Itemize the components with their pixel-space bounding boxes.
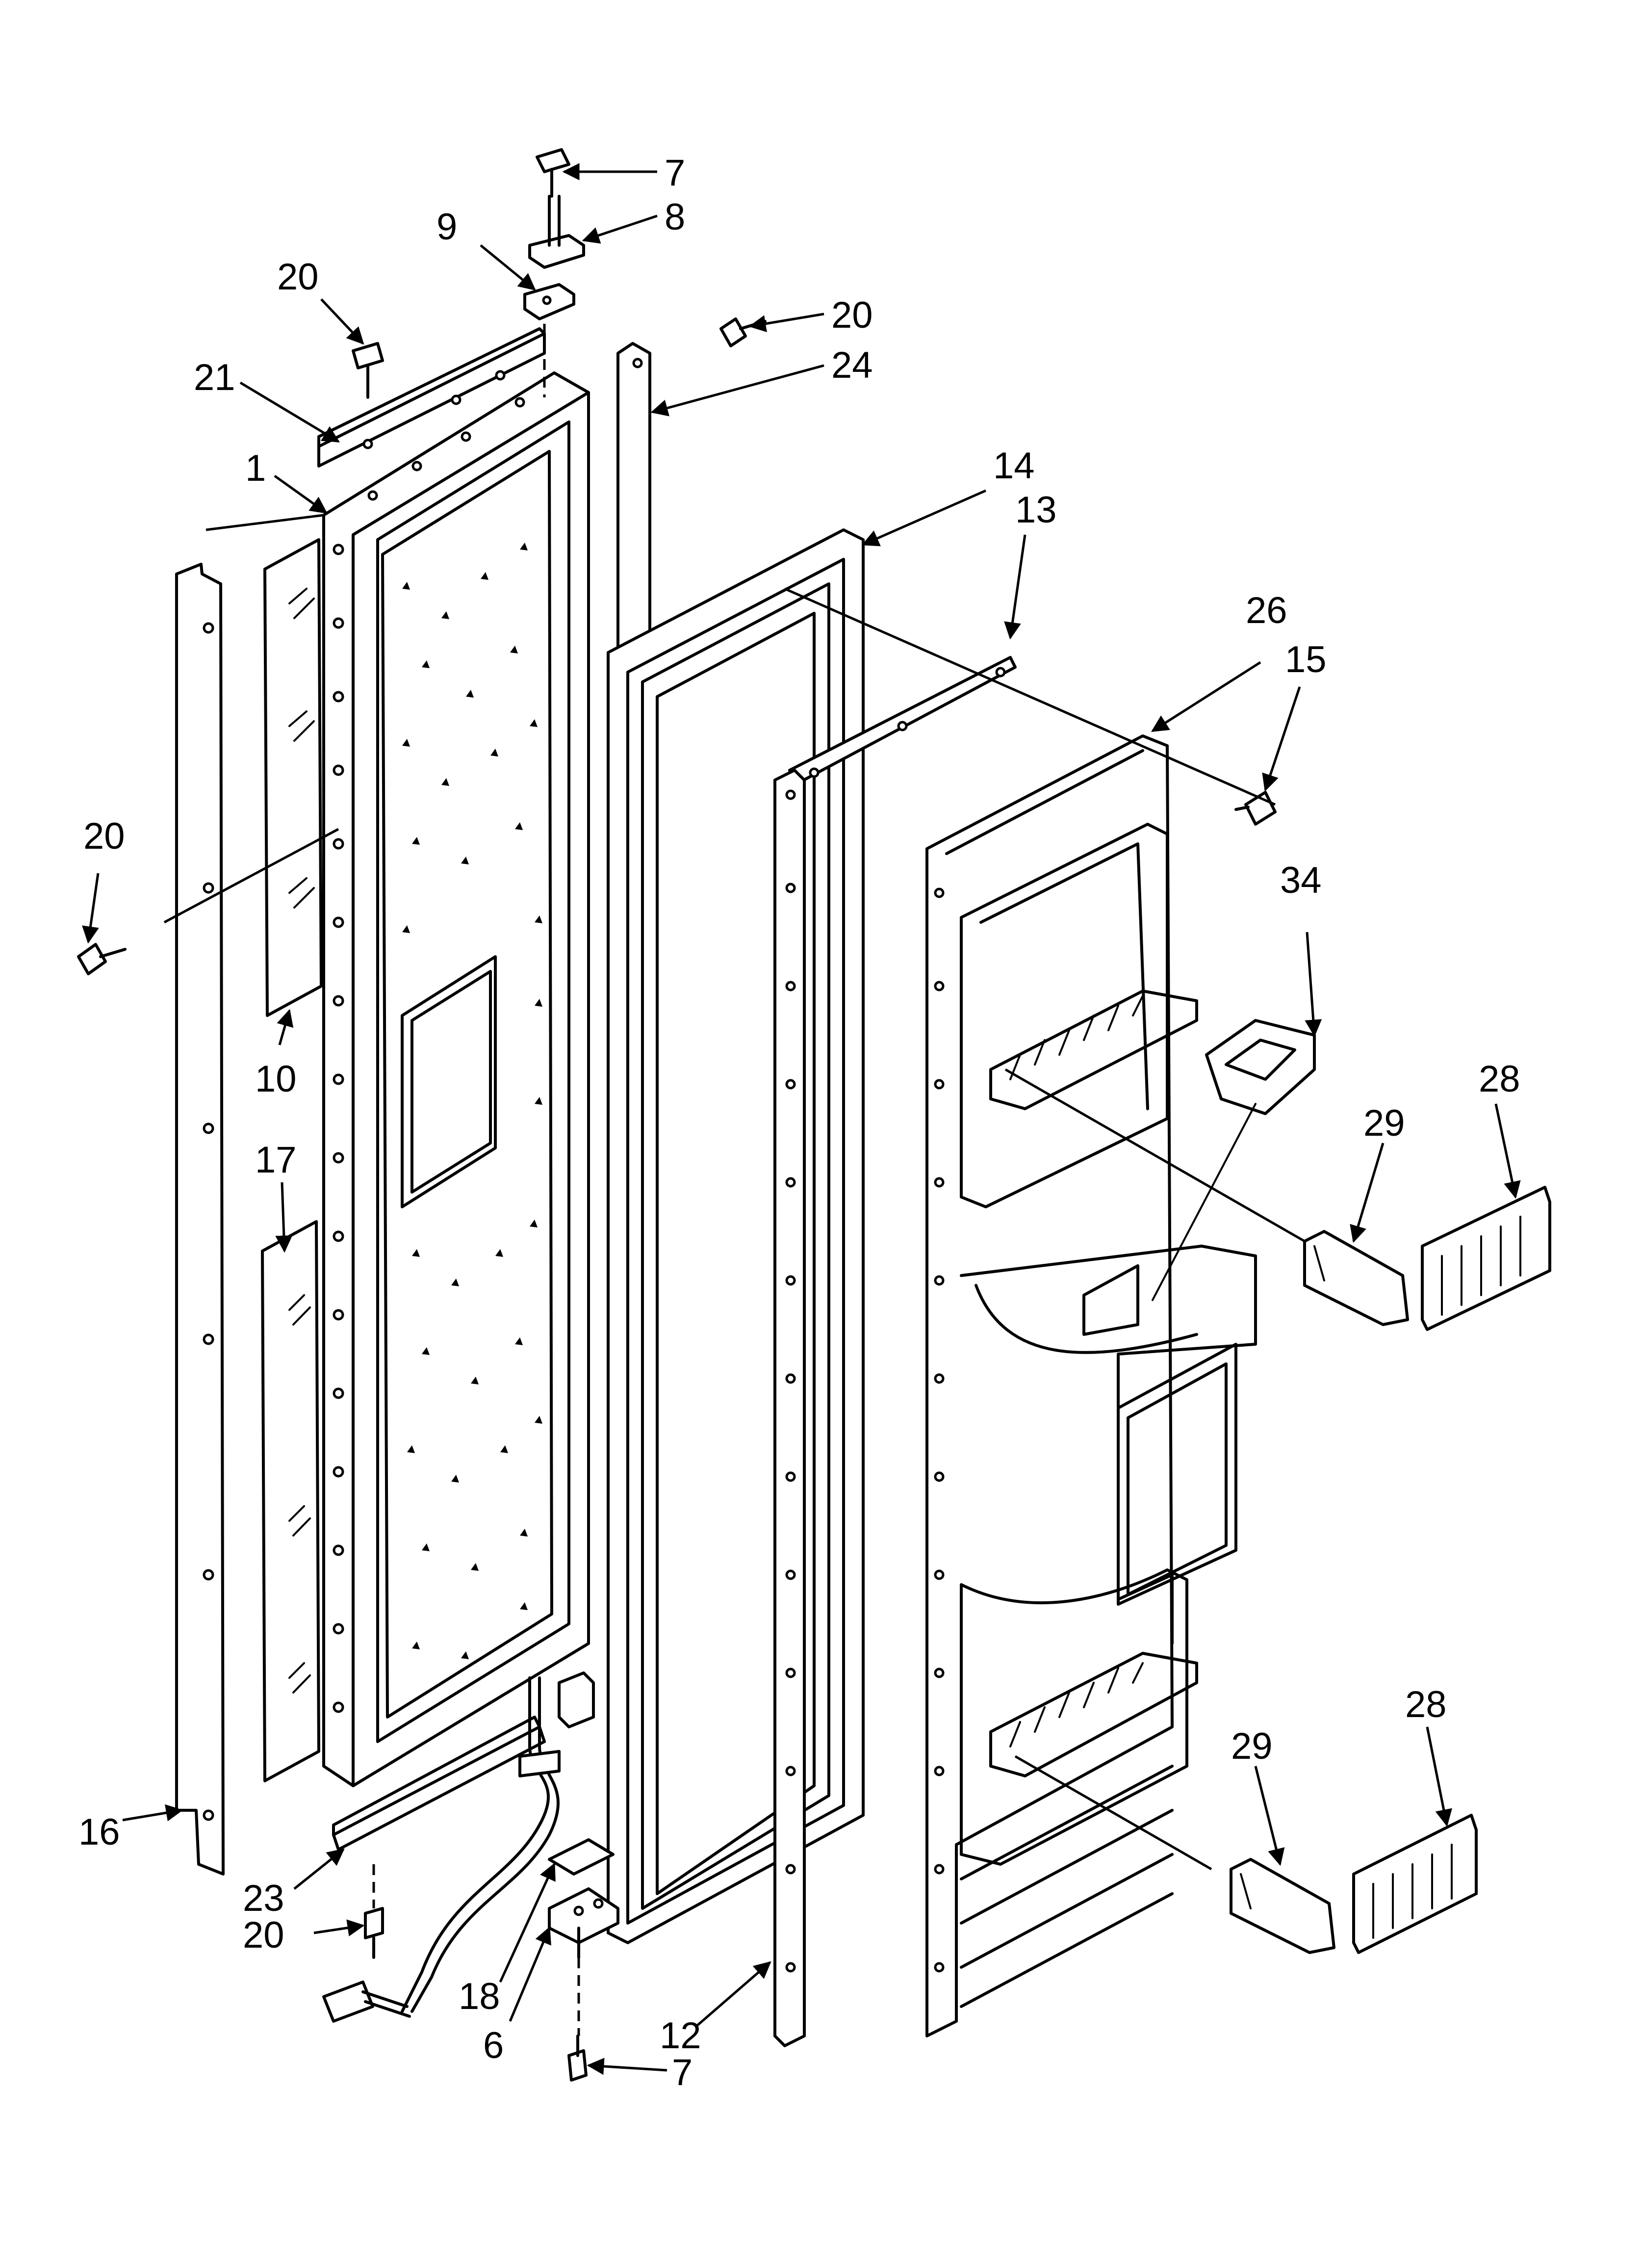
callout-34: 34 [1280,860,1322,901]
upper-shelf-ribs [1009,995,1144,1080]
callout-20-bottom: 20 [243,1914,284,1956]
callout-16: 16 [78,1811,120,1853]
part-26-door-liner [925,734,1257,2037]
part-24-strip [616,342,651,649]
callout-14: 14 [993,445,1035,487]
callout-12: 12 [660,2015,701,2057]
part-9-top-hinge-plate [523,283,575,320]
hinge-pin-bracket [558,1671,595,1728]
part-18-shim [548,1838,615,1876]
callout-labels: 7 8 9 20 20 21 24 1 14 13 26 15 20 34 28… [78,152,1520,2093]
callout-1: 1 [245,447,266,489]
callout-28-lower: 28 [1405,1684,1447,1725]
callout-28-upper: 28 [1479,1058,1520,1100]
callout-9: 9 [436,206,457,248]
callout-7-top: 7 [665,152,685,194]
callout-13: 13 [1015,489,1057,531]
part-29-lower-endcap [1230,1858,1335,1954]
callout-15: 15 [1285,639,1327,680]
callout-23: 23 [243,1877,284,1919]
callout-24: 24 [831,344,873,386]
callout-29-upper: 29 [1363,1102,1405,1144]
part-28-upper-rail [1421,1186,1551,1331]
part-16-side-panel [175,563,225,1876]
callout-8: 8 [665,196,685,238]
callout-18: 18 [459,1976,500,2017]
callout-6: 6 [483,2025,504,2066]
trim-12-holes [785,789,796,1973]
wire-harness [322,1676,561,2023]
callout-20-top-left: 20 [277,256,319,298]
liner-holes [934,887,945,1973]
callout-20-top-right: 20 [831,294,873,336]
callout-arrows [82,163,1521,2075]
callout-7-bottom: 7 [672,2052,693,2093]
part-29-upper-endcap [1303,1230,1409,1326]
part-14-gasket [607,528,865,1944]
part-34-chute [1152,1019,1316,1301]
part-23-bottom-bracket [332,1716,546,1851]
callout-29-lower: 29 [1231,1725,1273,1767]
part-1-door-frame [322,371,590,1787]
part-12-side-trim [773,769,806,2047]
assembly-lines [163,324,1306,2036]
panel-16-holes [203,622,214,1821]
part-8-hinge-pin [528,195,585,269]
part-28-lower-rail [1352,1814,1478,1954]
callout-20-left: 20 [83,815,125,857]
frame-1-holes [333,397,525,1713]
callout-26: 26 [1246,590,1287,631]
callout-21: 21 [194,357,235,398]
part-17-lower-glass [261,1220,320,1782]
callout-10: 10 [255,1058,297,1100]
liner-bottom-ribs [960,1765,1174,2008]
lower-shelf-ribs [1009,1662,1144,1747]
callout-17: 17 [255,1139,297,1181]
part-10-upper-glass [263,538,323,1017]
part-21-top-bracket [317,327,546,468]
